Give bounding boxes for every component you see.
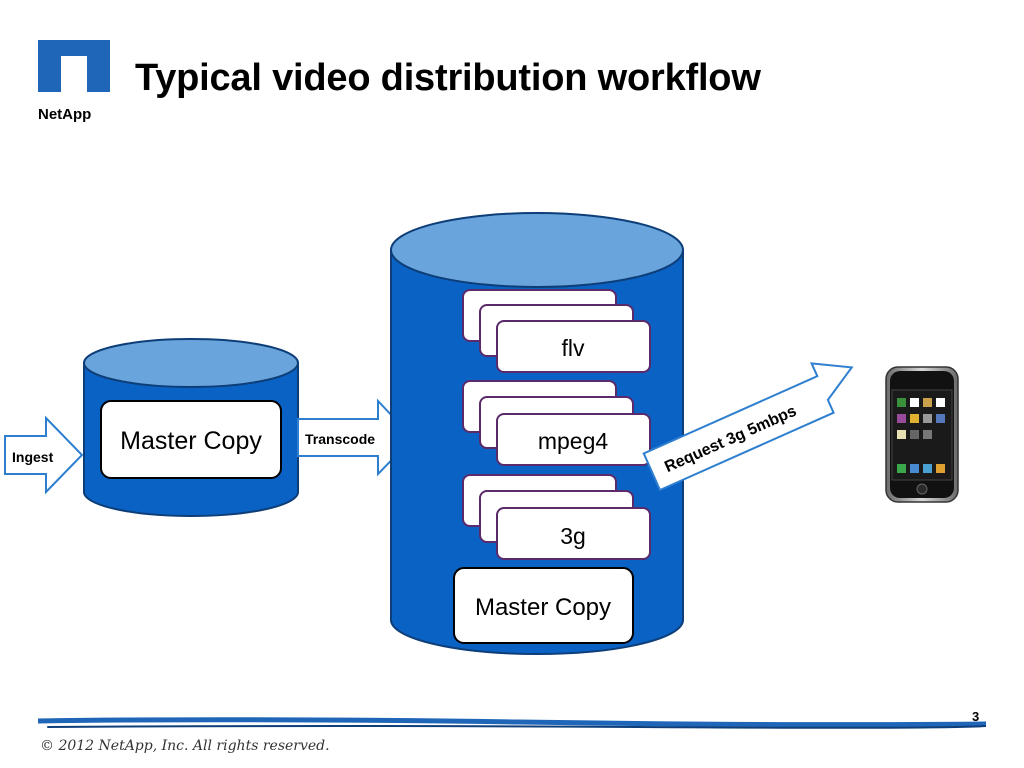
netapp-logo-mark [38,40,110,92]
ingest-label: Ingest [12,449,54,465]
slide-title: Typical video distribution workflow [135,57,761,99]
format-card-front [496,320,651,373]
format-stack-3g: 3g [462,474,651,560]
format-stack-flv: flv [462,289,651,373]
format-card-front [496,507,651,560]
format-stack-mpeg4: mpeg4 [462,380,651,466]
netapp-logo: NetApp [38,40,110,122]
format-label-3g: 3g [560,523,586,549]
smartphone-icon [885,366,959,503]
source-master-copy-box: Master Copy [100,400,282,479]
transcode-arrow: Transcode [297,398,415,477]
page-number: 3 [972,709,980,724]
format-label-mpeg4: mpeg4 [538,428,609,454]
distribution-master-copy-label: Master Copy [475,594,611,621]
ingest-arrow: Ingest [4,415,84,495]
distribution-master-copy-box: Master Copy [453,567,634,644]
format-card-front [496,413,651,466]
netapp-logo-text: NetApp [38,106,91,122]
source-master-copy-label: Master Copy [120,427,262,455]
copyright-text: © 2012 NetApp, Inc. All rights reserved. [40,738,330,754]
transcode-label: Transcode [305,431,375,447]
footer-divider [38,717,986,729]
format-label-flv: flv [562,335,586,361]
